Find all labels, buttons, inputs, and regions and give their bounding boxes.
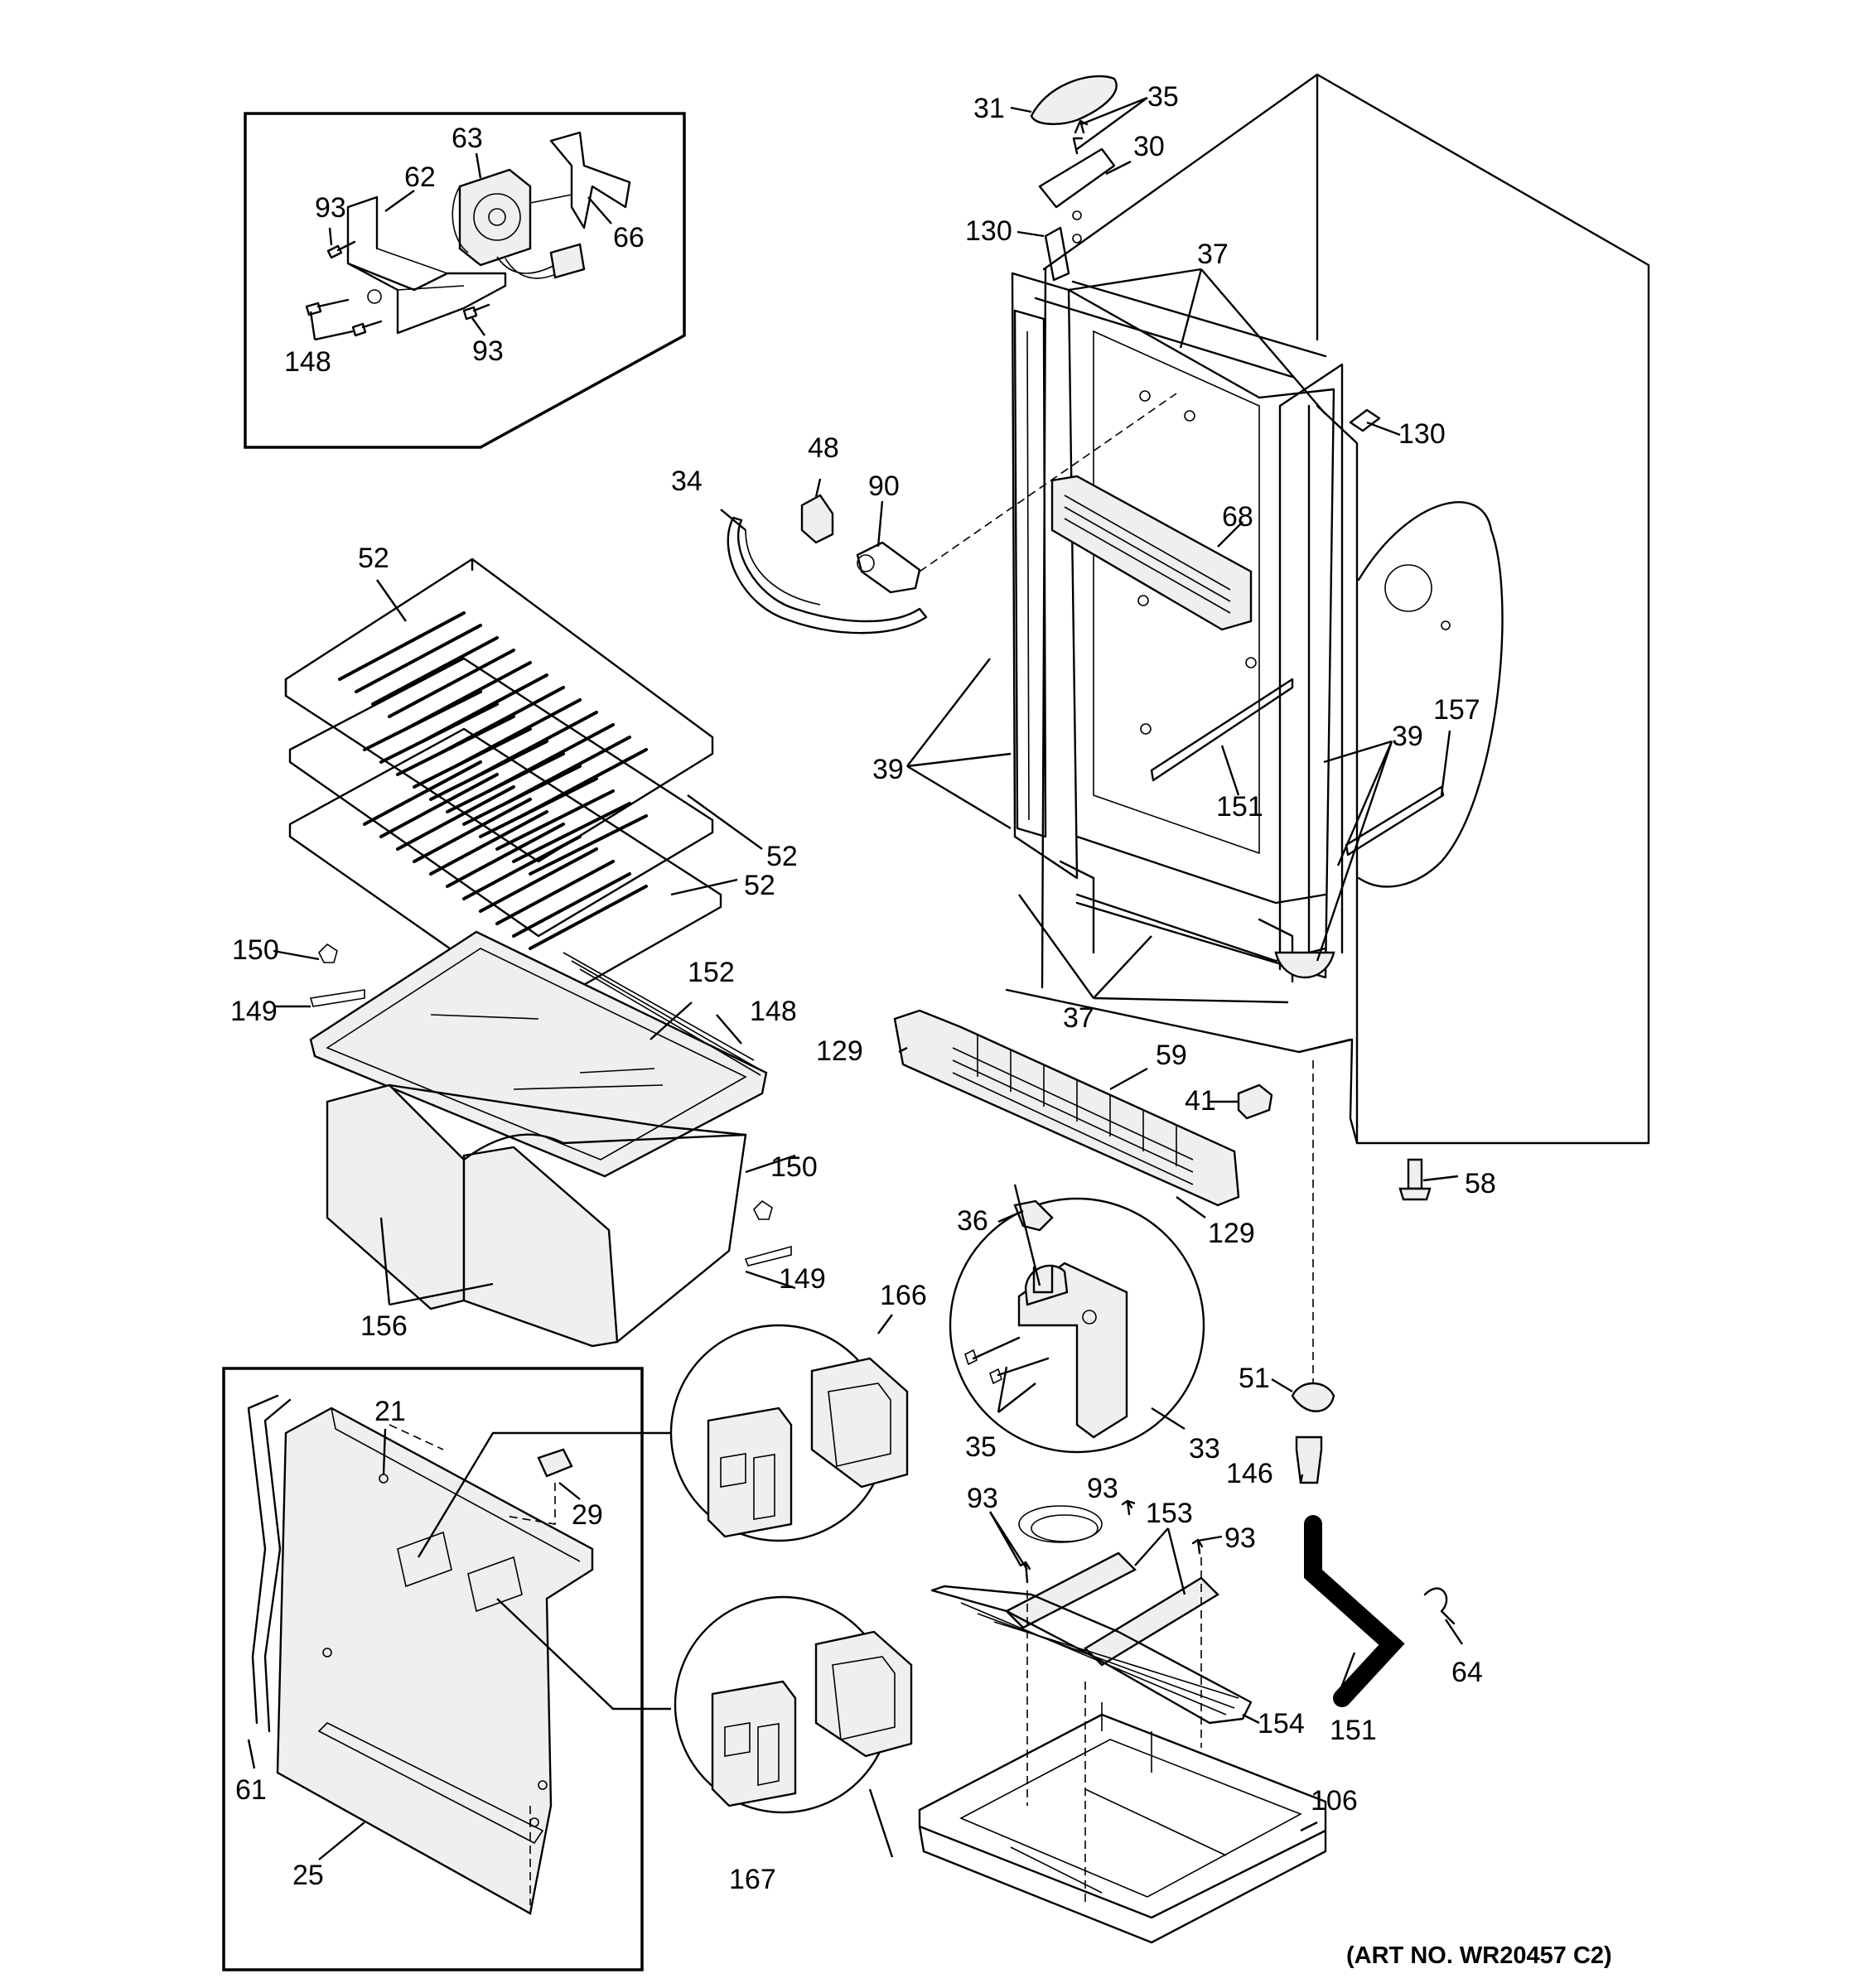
callout-150-left: 150 [232,934,279,966]
door-switch [1237,1083,1273,1120]
callout-59: 59 [1156,1040,1187,1071]
callout-68: 68 [1222,501,1253,533]
callout-39-right: 39 [1392,721,1423,752]
callout-58: 58 [1465,1168,1496,1199]
kickplate-grille [893,1009,1240,1207]
callout-151-mid: 151 [1216,791,1263,823]
callout-35-top: 35 [1147,81,1179,113]
callout-25: 25 [292,1860,324,1891]
callout-30: 30 [1133,131,1165,162]
callout-41: 41 [1185,1085,1216,1117]
callout-146: 146 [1226,1458,1273,1489]
heater-and-drain-pan [918,1499,1327,1944]
top-hinge [1030,75,1118,244]
control-assembly-167 [674,1595,913,1814]
art-number: (ART NO. WR20457 C2) [1346,1942,1612,1969]
control-assembly-166 [669,1324,909,1542]
callout-93-b: 93 [1087,1473,1118,1504]
callout-48: 48 [808,432,839,464]
callout-35-hinge: 35 [965,1431,997,1463]
callout-66: 66 [613,222,645,253]
callout-93-c: 93 [1224,1522,1256,1554]
callout-167: 167 [729,1864,776,1895]
callout-156: 156 [360,1310,408,1342]
callout-36: 36 [957,1205,988,1237]
callout-154: 154 [1258,1708,1305,1740]
callout-33: 33 [1189,1433,1220,1464]
callout-21: 21 [374,1396,406,1427]
callout-31: 31 [973,93,1005,124]
callout-150-right: 150 [770,1151,818,1183]
callout-29: 29 [572,1499,603,1531]
bottom-hinge-detail [949,1197,1205,1454]
callout-157: 157 [1433,694,1480,726]
callout-37-bottom: 37 [1063,1002,1094,1034]
leveling-leg [1398,1158,1432,1201]
callout-39-left: 39 [872,754,904,785]
callout-149-right: 149 [779,1263,826,1295]
drain-components [1291,1060,1456,1707]
callout-62: 62 [404,162,436,193]
callout-130-right: 130 [1398,418,1446,450]
fan-assembly-inset [244,112,686,449]
callout-90: 90 [868,470,900,502]
callout-151-tube: 151 [1330,1715,1377,1746]
callout-37-top: 37 [1197,239,1229,270]
callout-106: 106 [1311,1785,1358,1817]
callout-51: 51 [1239,1363,1270,1394]
callout-52-mid: 52 [766,841,798,872]
callout-labels: 31 35 30 130 37 130 68 39 39 157 151 37 … [230,81,1496,1895]
callout-34: 34 [671,466,703,497]
callout-93-fan-b: 93 [472,335,504,367]
callout-129-right: 129 [1208,1218,1255,1249]
callout-63: 63 [452,123,483,154]
callout-153: 153 [1146,1498,1193,1529]
callout-149-left: 149 [230,996,278,1027]
cabinet [1005,73,1650,1145]
crisper-cover-and-drawers [309,930,768,1348]
light-assembly [727,393,1177,635]
callout-93-a: 93 [967,1483,998,1514]
wire-shelves [284,557,722,1012]
callout-61: 61 [235,1774,267,1806]
callout-93-fan-a: 93 [315,192,346,224]
callout-166: 166 [880,1280,927,1311]
callout-148-fan: 148 [284,346,331,378]
leader-lines [247,96,1463,1860]
callout-129-left: 129 [816,1035,863,1067]
callout-152: 152 [688,957,735,988]
callout-130-top: 130 [965,215,1012,247]
control-panel-inset [222,1367,644,1971]
callout-52-top: 52 [358,543,389,574]
callout-64: 64 [1451,1657,1483,1688]
callout-148-shelf: 148 [750,996,797,1027]
callout-52-low: 52 [744,870,775,901]
